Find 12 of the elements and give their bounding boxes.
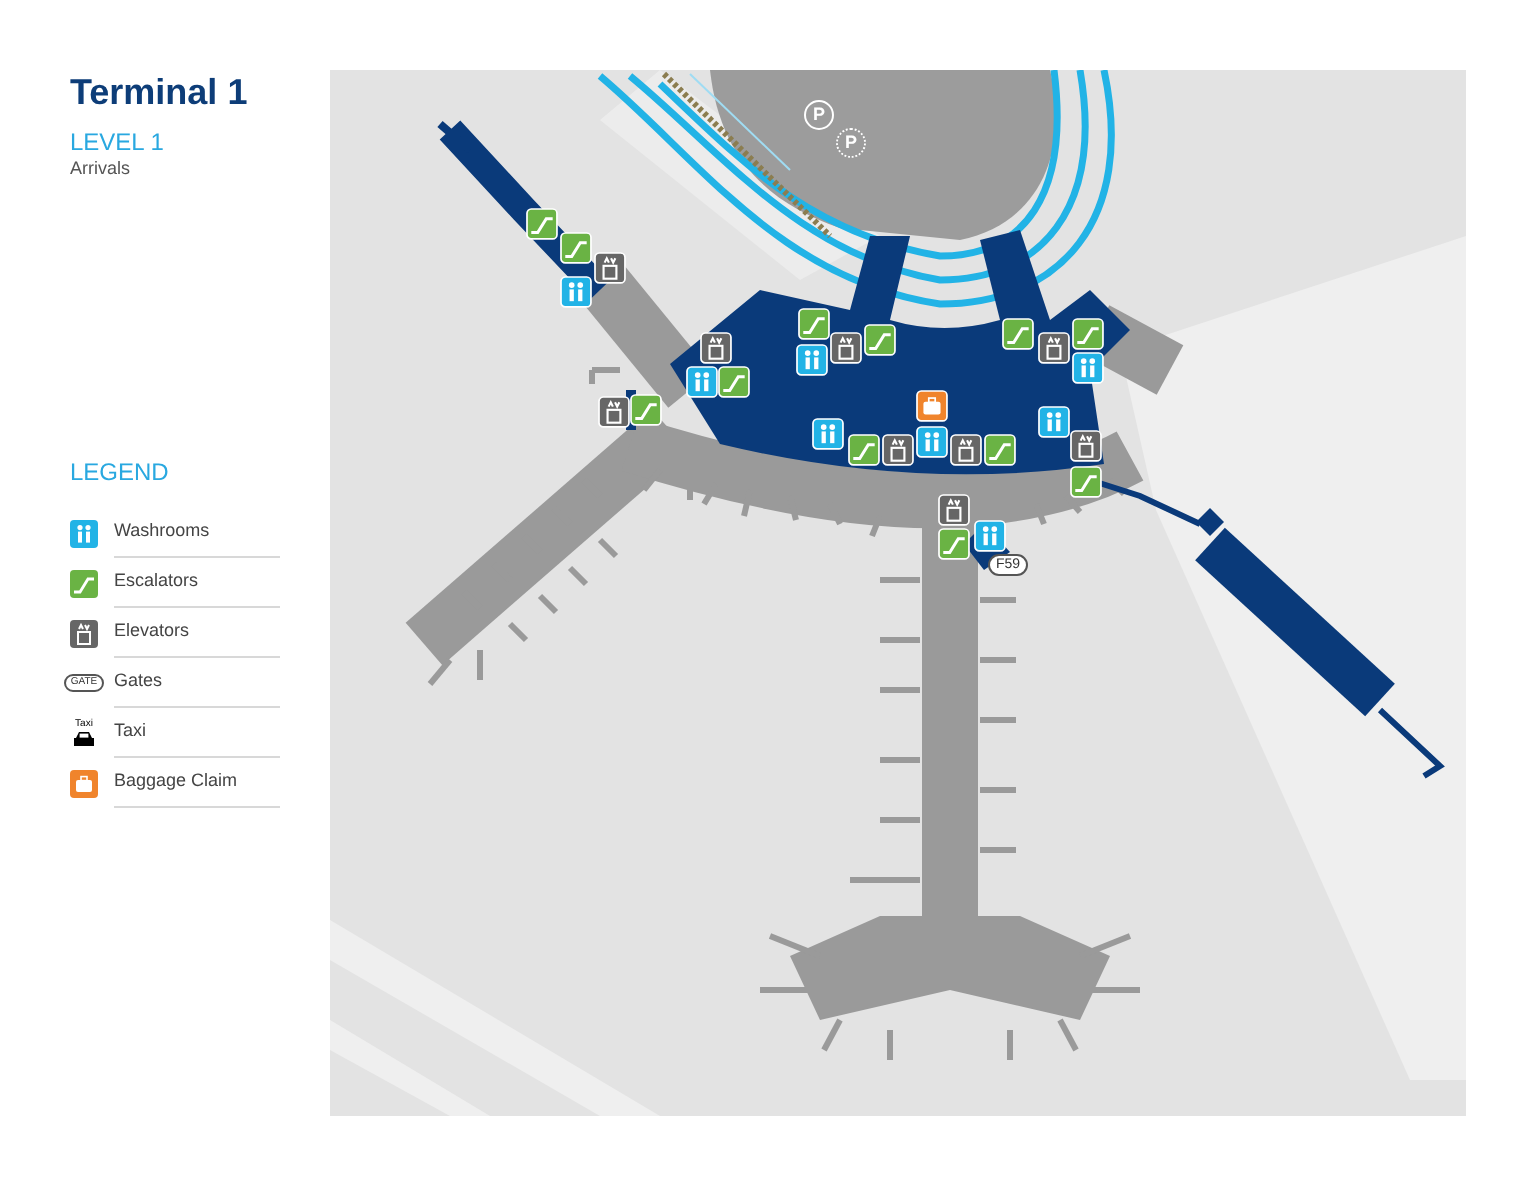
legend-label: Escalators bbox=[114, 568, 199, 595]
page-title: Terminal 1 bbox=[70, 70, 248, 115]
parking-sign: P bbox=[836, 128, 866, 158]
parking-sign: P bbox=[804, 100, 834, 130]
legend-heading: LEGEND bbox=[70, 456, 169, 490]
legend-label: Baggage Claim bbox=[114, 768, 238, 795]
legend-label: Elevators bbox=[114, 618, 190, 645]
level-heading: LEVEL 1 bbox=[70, 126, 164, 160]
legend-label: Gates bbox=[114, 668, 163, 695]
legend-label: Washrooms bbox=[114, 518, 210, 545]
legend-label: Taxi bbox=[114, 718, 147, 745]
level-subtitle: Arrivals bbox=[70, 156, 131, 182]
